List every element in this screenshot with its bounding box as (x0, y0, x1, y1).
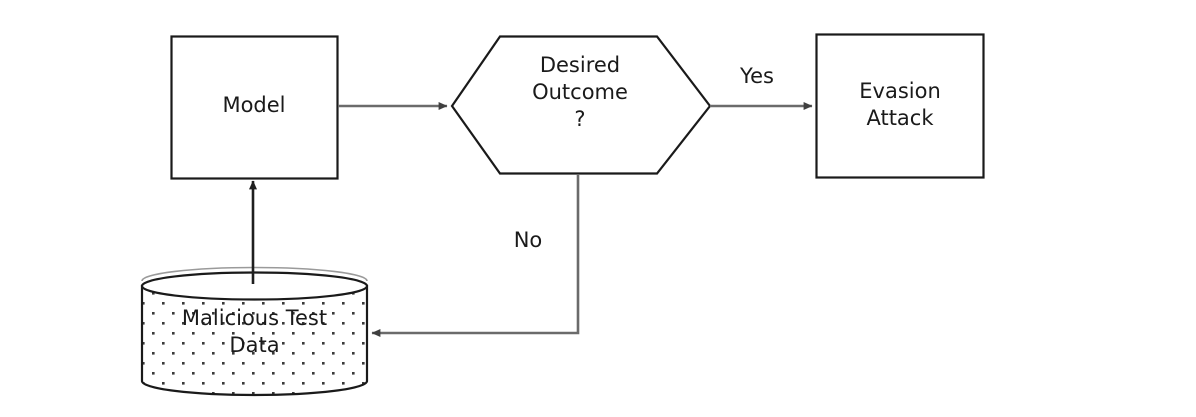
edge-decision-to-store (371, 174, 580, 337)
edge-label-no: No (513, 228, 543, 252)
node-model-shape (170, 35, 339, 180)
edge-label-yes: Yes (740, 64, 774, 88)
node-evasion-shape (815, 33, 985, 179)
node-decision-shape (450, 35, 712, 175)
node-store-shape (140, 266, 369, 397)
